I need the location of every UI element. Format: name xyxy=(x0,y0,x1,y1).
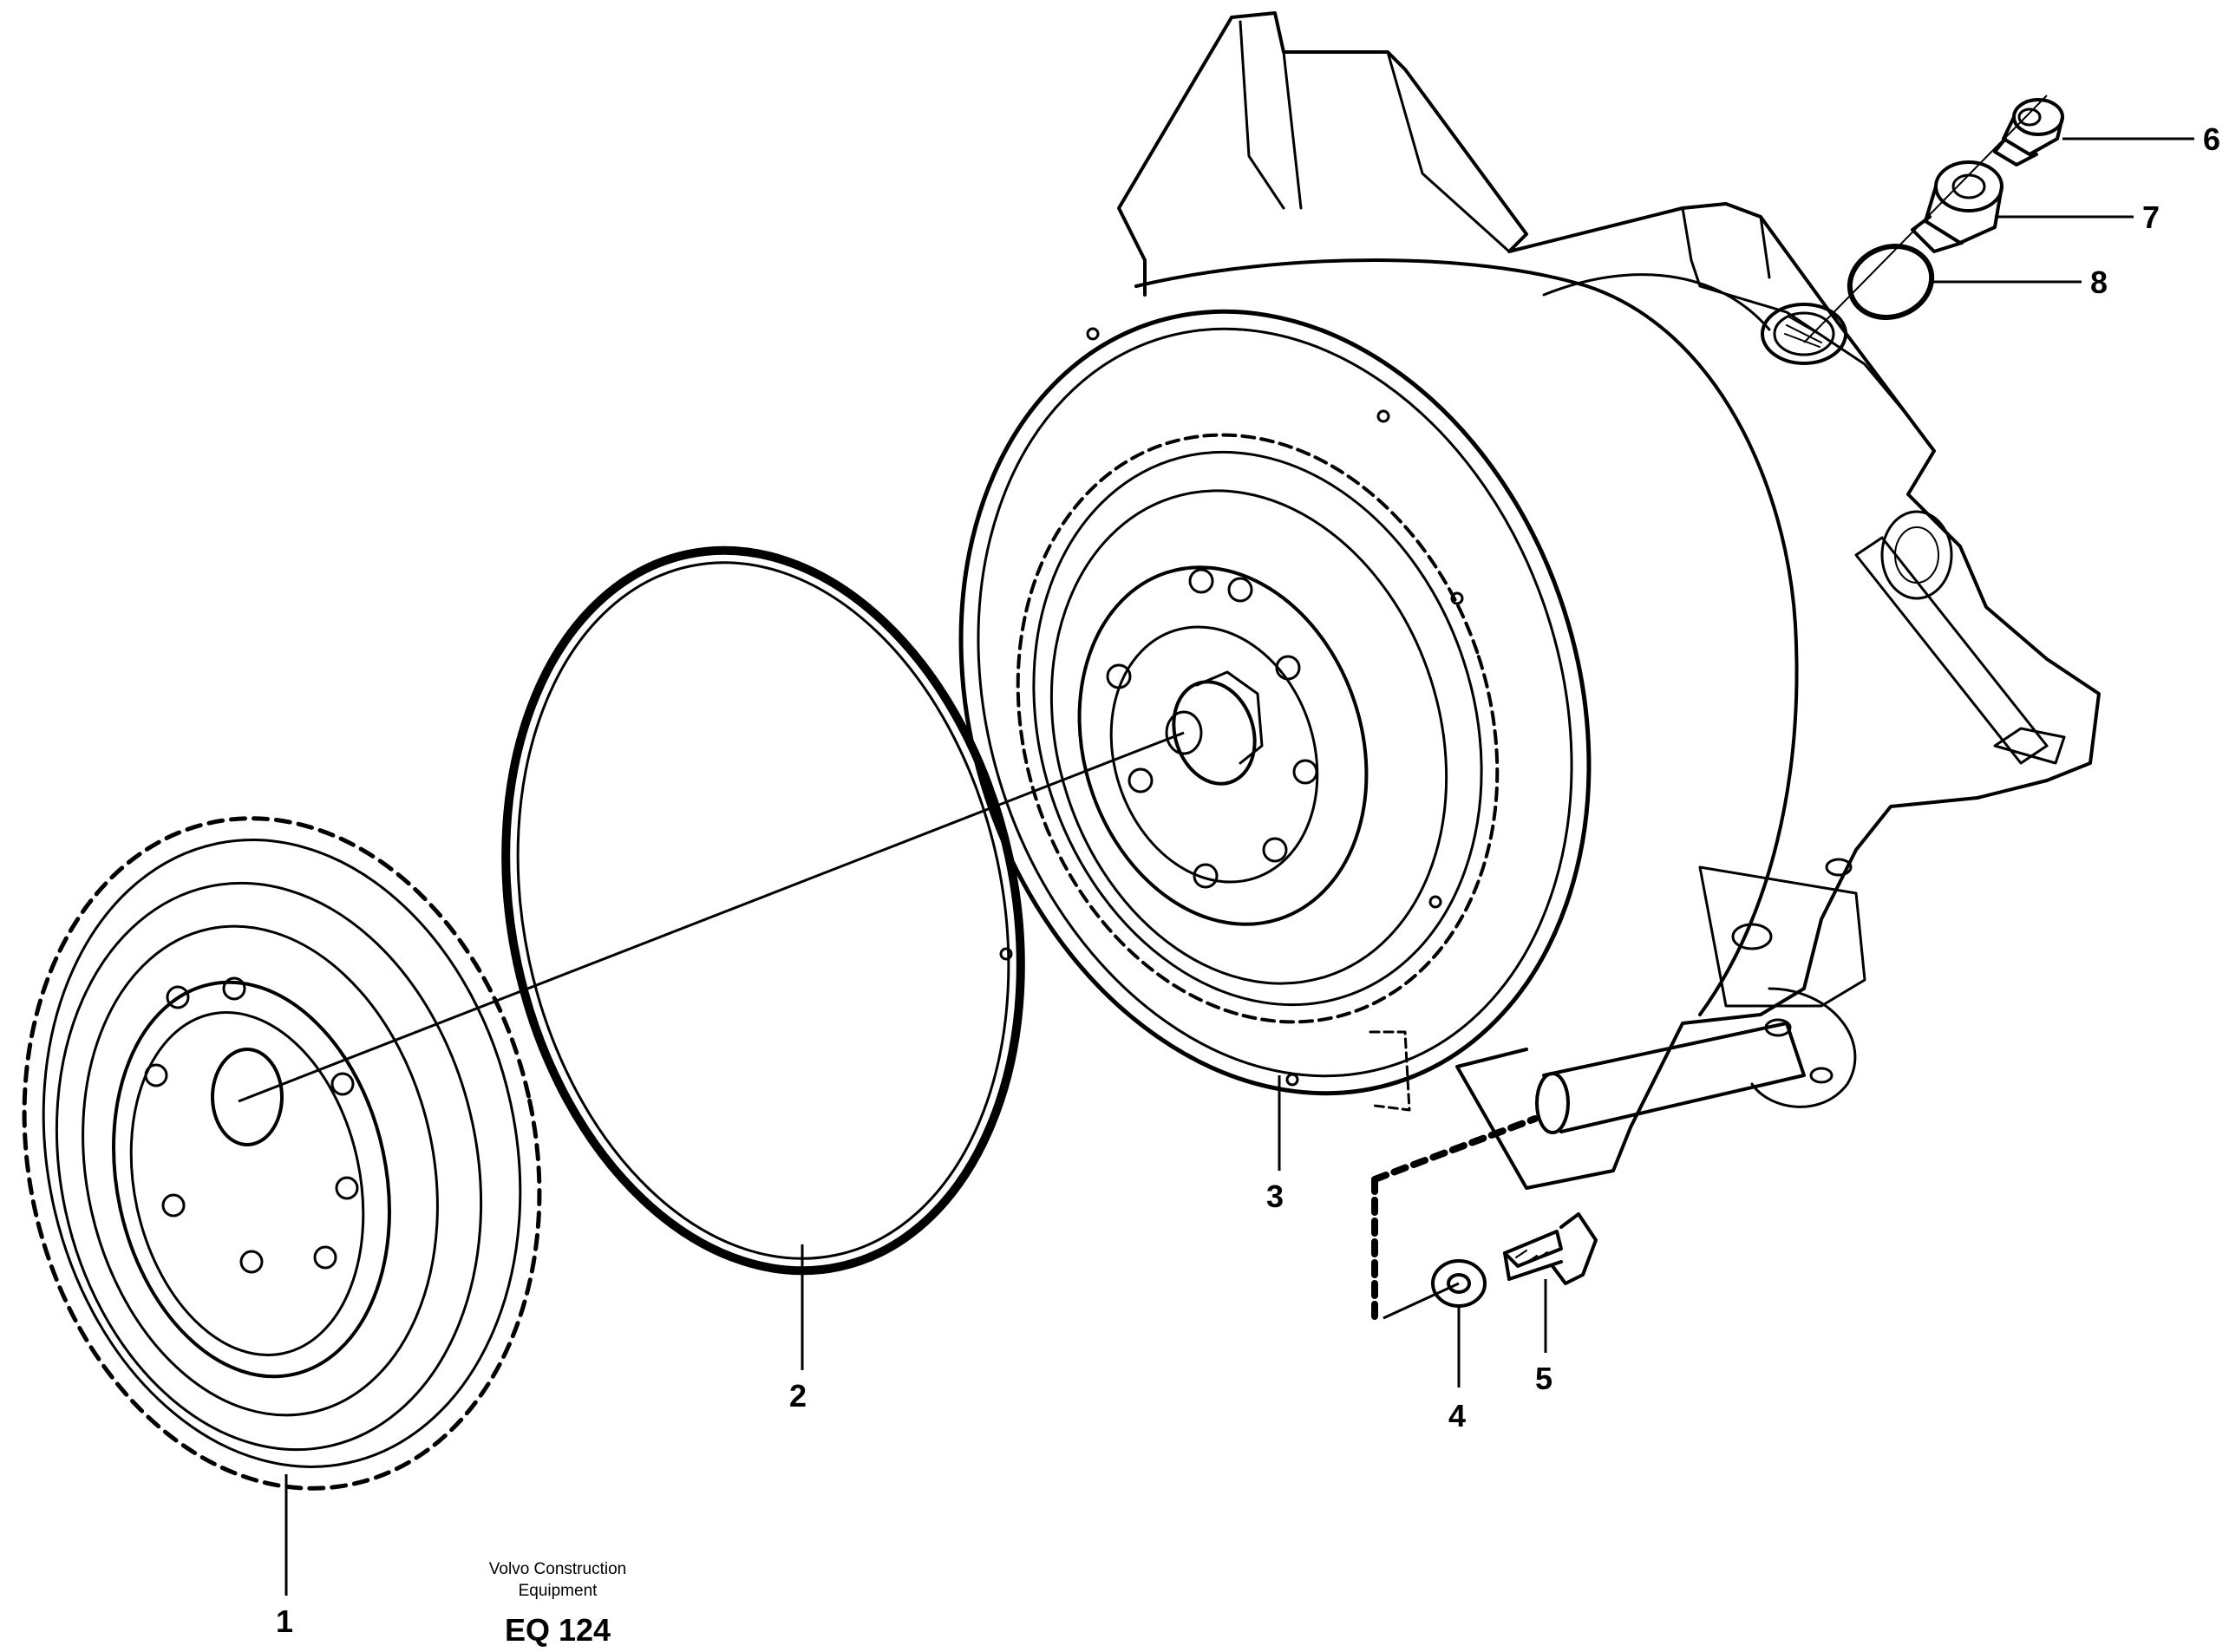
gearbox-housing xyxy=(1117,11,2101,1190)
callout-1: 1 xyxy=(276,1603,293,1639)
leader-lines xyxy=(284,137,2194,1596)
plug-axis-line xyxy=(1803,95,2048,343)
bolt xyxy=(1503,1212,1598,1285)
fastener-dashed-box xyxy=(1371,1115,1539,1322)
drive-hub-assembly xyxy=(958,309,1592,1112)
plug xyxy=(1993,98,2064,167)
alignment-line xyxy=(238,731,1185,1103)
callout-2: 2 xyxy=(789,1378,807,1414)
callout-8: 8 xyxy=(2090,264,2108,300)
o-ring-small xyxy=(1847,243,1935,321)
callout-5: 5 xyxy=(1535,1361,1552,1396)
nipple xyxy=(1911,160,2003,253)
footer-drawing-code: EQ 124 xyxy=(505,1612,611,1648)
footer-brand-line1: Volvo Construction xyxy=(489,1560,626,1578)
callout-4: 4 xyxy=(1448,1398,1466,1433)
footer-brand-line2: Equipment xyxy=(519,1582,598,1600)
callout-3: 3 xyxy=(1266,1179,1284,1214)
o-ring-large xyxy=(501,545,1025,1276)
gear xyxy=(22,816,542,1491)
callout-7: 7 xyxy=(2142,199,2160,235)
washer-axis-line xyxy=(1383,1282,1460,1320)
callout-6: 6 xyxy=(2203,121,2220,157)
